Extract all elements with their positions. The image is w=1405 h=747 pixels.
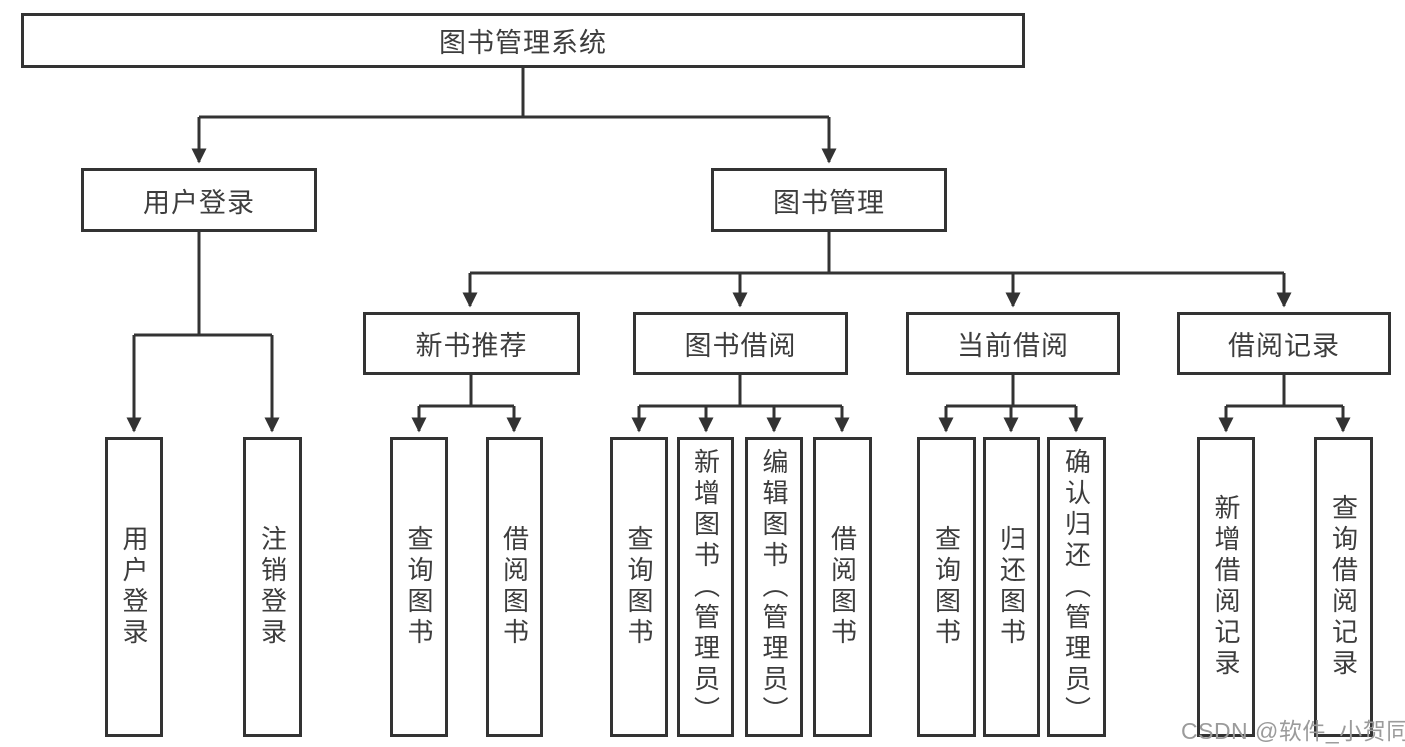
leaf-return-books: 归还图书 bbox=[983, 437, 1040, 737]
leaf-confirm-return-admin: 确认归还（管理员） bbox=[1047, 437, 1106, 737]
node-label: 新增图书（管理员） bbox=[690, 447, 721, 727]
leaf-query-books-current: 查询图书 bbox=[917, 437, 976, 737]
leaf-add-books-admin: 新增图书（管理员） bbox=[677, 437, 734, 737]
node-label: 图书借阅 bbox=[684, 331, 797, 361]
node-label: 图书管理 bbox=[773, 187, 885, 218]
node-label: 当前借阅 bbox=[957, 331, 1069, 361]
leaf-edit-books-admin: 编辑图书（管理员） bbox=[745, 437, 803, 737]
leaf-query-books-borrow: 查询图书 bbox=[610, 437, 668, 737]
node-system-root: 图书管理系统 bbox=[21, 13, 1025, 68]
node-label: 查询图书 bbox=[931, 525, 962, 649]
leaf-user-login: 用户登录 bbox=[105, 437, 163, 737]
leaf-query-borrow-record: 查询借阅记录 bbox=[1314, 437, 1373, 737]
node-book-borrow: 图书借阅 bbox=[633, 312, 848, 375]
node-label: 查询图书 bbox=[404, 525, 434, 649]
node-label: 借阅图书 bbox=[827, 525, 858, 649]
leaf-query-books-recommend: 查询图书 bbox=[390, 437, 448, 737]
leaf-add-borrow-record: 新增借阅记录 bbox=[1197, 437, 1255, 737]
node-label: 图书管理系统 bbox=[439, 28, 607, 58]
node-label: 用户登录 bbox=[143, 187, 255, 218]
node-current-borrow: 当前借阅 bbox=[906, 312, 1120, 375]
leaf-borrow-books: 借阅图书 bbox=[813, 437, 872, 737]
node-label: 新增借阅记录 bbox=[1211, 494, 1241, 680]
node-label: 查询图书 bbox=[624, 525, 654, 649]
node-label: 查询借阅记录 bbox=[1328, 494, 1359, 680]
node-label: 借阅记录 bbox=[1228, 331, 1340, 361]
node-label: 借阅图书 bbox=[499, 525, 530, 649]
node-book-management: 图书管理 bbox=[711, 168, 947, 232]
watermark: CSDN @软件_小贺同学 bbox=[1181, 718, 1405, 744]
node-label: 归还图书 bbox=[996, 525, 1027, 649]
leaf-borrow-books-recommend: 借阅图书 bbox=[486, 437, 543, 737]
node-user-login: 用户登录 bbox=[81, 168, 317, 232]
node-label: 用户登录 bbox=[119, 525, 149, 649]
node-borrow-records: 借阅记录 bbox=[1177, 312, 1391, 375]
node-label: 注销登录 bbox=[257, 525, 288, 649]
node-label: 编辑图书（管理员） bbox=[759, 447, 789, 727]
leaf-logout: 注销登录 bbox=[243, 437, 302, 737]
node-label: 新书推荐 bbox=[415, 331, 528, 361]
node-new-book-recommend: 新书推荐 bbox=[363, 312, 580, 375]
node-label: 确认归还（管理员） bbox=[1061, 447, 1092, 727]
